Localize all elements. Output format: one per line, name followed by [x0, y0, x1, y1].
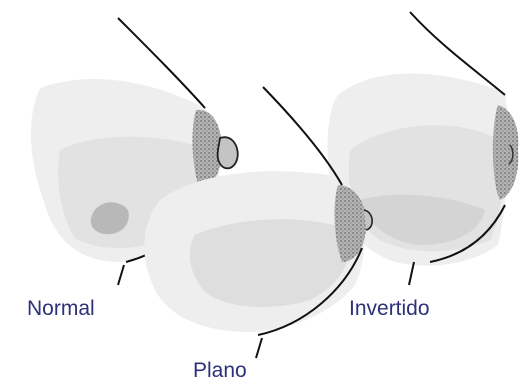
label-plano: Plano — [193, 360, 247, 381]
normal-nipple — [218, 137, 238, 168]
label-normal: Normal — [27, 298, 95, 319]
inverted-areola — [493, 105, 518, 200]
label-invertido: Invertido — [349, 298, 430, 319]
